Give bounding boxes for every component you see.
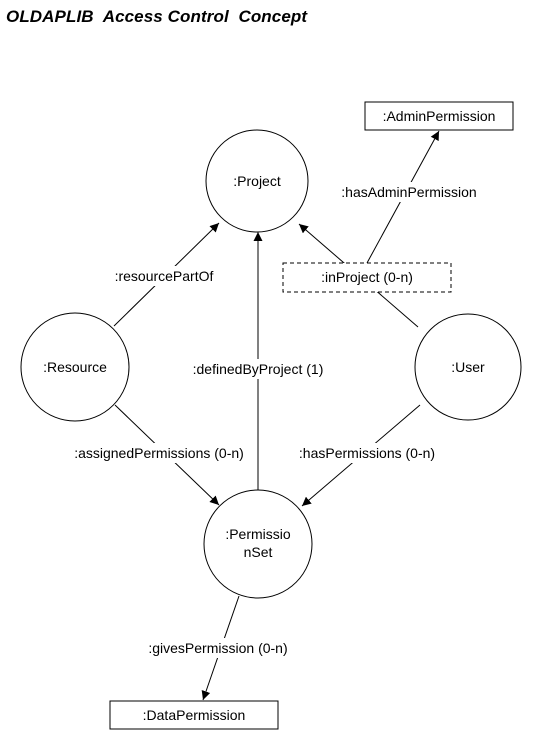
node-permission-set-label-line2: nSet (244, 544, 273, 560)
node-data-permission-label: :DataPermission (143, 707, 246, 723)
label-has-admin-permission: :hasAdminPermission (341, 184, 476, 200)
node-permission-set-label-line1: :Permissio (225, 526, 291, 542)
node-project: :Project (205, 129, 309, 233)
label-resource-part-of: :resourcePartOf (115, 268, 214, 284)
diagram-title: OLDAPLIB Access Control Concept (6, 7, 308, 26)
node-resource: :Resource (20, 312, 130, 422)
in-project-association-box (282, 262, 452, 293)
label-in-project: :inProject (0-n) (321, 269, 413, 285)
node-resource-label: :Resource (43, 359, 107, 375)
node-data-permission: :DataPermission (109, 700, 279, 730)
label-defined-by-project: :definedByProject (1) (193, 361, 324, 377)
node-permission-set: :Permissio nSet (203, 489, 313, 599)
label-gives-permission: :givesPermission (0-n) (148, 640, 287, 656)
label-has-permissions: :hasPermissions (0-n) (299, 445, 435, 461)
node-project-label: :Project (233, 173, 281, 189)
label-assigned-permissions: :assignedPermissions (0-n) (74, 445, 244, 461)
node-admin-permission-label: :AdminPermission (383, 108, 496, 124)
node-user-label: :User (451, 359, 485, 375)
node-admin-permission: :AdminPermission (364, 101, 514, 131)
node-user: :User (414, 313, 522, 421)
